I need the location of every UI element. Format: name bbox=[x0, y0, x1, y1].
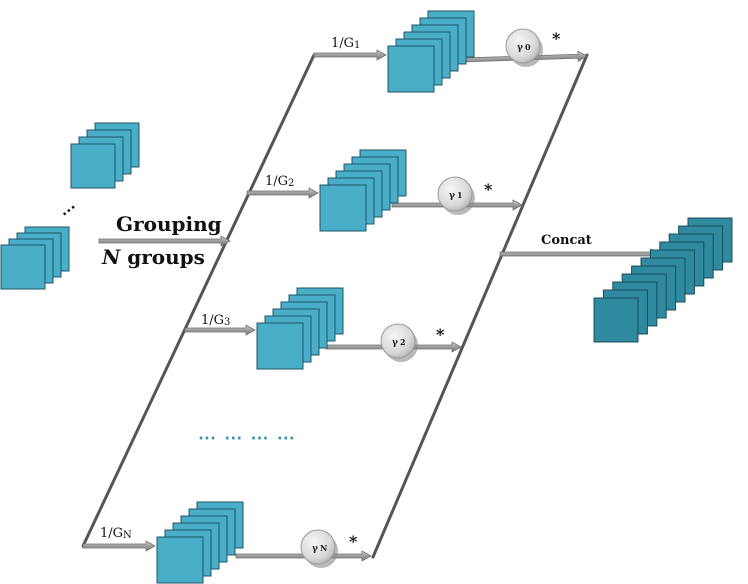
branch-1-ratio-arrow-shape bbox=[313, 49, 387, 61]
concat-arrow bbox=[499, 248, 661, 260]
output-stack-layer-1 bbox=[593, 297, 639, 343]
input-stack-dots: ⋯ bbox=[56, 198, 80, 223]
branch-n-stack bbox=[156, 501, 244, 584]
branch-3-multiply-symbol: * bbox=[436, 325, 445, 344]
feature-map-stacks bbox=[0, 10, 733, 584]
gamma-subscript: 0 bbox=[525, 42, 531, 52]
ratio-subscript: 3 bbox=[224, 317, 230, 328]
branch-1-stack-layer-1 bbox=[387, 45, 435, 93]
grouping-groups-word: groups bbox=[120, 245, 205, 269]
ratio-text: 1/G bbox=[201, 313, 224, 328]
ratio-subscript: 1 bbox=[354, 40, 360, 51]
input-stack-top-layer-1 bbox=[70, 143, 116, 189]
grouping-arrow-shape bbox=[98, 235, 231, 247]
input-stack-top bbox=[70, 122, 140, 189]
branch-n-ratio-arrow bbox=[82, 540, 156, 552]
branch-1-multiply-symbol: * bbox=[552, 29, 561, 48]
branch-2-stack bbox=[319, 149, 407, 232]
ratio-text: 1/G bbox=[331, 36, 354, 51]
gamma-circle bbox=[300, 529, 336, 565]
frame-right-edge bbox=[371, 53, 589, 559]
concat-arrow-shape bbox=[499, 248, 661, 260]
frame-left-edge bbox=[81, 53, 316, 548]
grouping-title: Grouping bbox=[116, 212, 222, 236]
branch-3-stack bbox=[256, 287, 344, 370]
branch-n-multiply-symbol: * bbox=[349, 532, 358, 551]
input-stack-bottom bbox=[0, 226, 70, 290]
gamma-symbol: γ bbox=[392, 338, 398, 348]
output-stack bbox=[593, 217, 733, 343]
ratio-subscript: N bbox=[123, 530, 132, 541]
branch-n-ratio-arrow-shape bbox=[82, 540, 156, 552]
gamma-symbol: γ bbox=[449, 191, 455, 201]
branch-2-ratio-label: 1/G2 bbox=[265, 174, 294, 189]
branch-3-stack-layer-1 bbox=[256, 322, 304, 370]
branch-1-ratio-label: 1/G1 bbox=[331, 36, 360, 51]
gamma-subscript: 1 bbox=[457, 190, 463, 200]
branch-1-stack bbox=[387, 10, 475, 93]
gamma-symbol: γ bbox=[312, 544, 318, 554]
ratio-subscript: 2 bbox=[288, 178, 294, 189]
branch-n-ratio-label: 1/GN bbox=[100, 526, 132, 541]
concat-label: Concat bbox=[541, 233, 592, 248]
branch-2-ratio-arrow bbox=[246, 187, 319, 199]
branch-2-ratio-arrow-shape bbox=[246, 187, 319, 199]
gamma-circle bbox=[437, 176, 473, 212]
gamma-circle bbox=[380, 323, 416, 359]
branch-3-ratio-label: 1/G3 bbox=[201, 313, 230, 328]
gamma-symbol: γ bbox=[517, 43, 523, 53]
gamma-subscript: 2 bbox=[400, 337, 406, 347]
branch-2-multiply-symbol: * bbox=[484, 180, 493, 199]
branch-labels: 1/G1*1/G2*1/G3*1/GN* bbox=[100, 29, 561, 551]
branch-3-ratio-arrow bbox=[184, 324, 256, 336]
grouping-subtitle: N groups bbox=[101, 245, 205, 269]
flow-arrows bbox=[82, 49, 661, 562]
ratio-text: 1/G bbox=[265, 174, 288, 189]
gamma-subscript: N bbox=[320, 543, 327, 553]
grouping-n-symbol: N bbox=[101, 245, 121, 269]
input-stack-bottom-layer-1 bbox=[0, 244, 46, 290]
branch-2-stack-layer-1 bbox=[319, 184, 367, 232]
gamma-circle bbox=[505, 28, 541, 64]
ratio-text: 1/G bbox=[100, 526, 123, 541]
branch-1-ratio-arrow bbox=[313, 49, 387, 61]
grouping-arrow bbox=[98, 235, 231, 247]
branch-3-ratio-arrow-shape bbox=[184, 324, 256, 336]
branch-frame bbox=[81, 53, 589, 559]
branch-ellipsis: ⋯ ⋯ ⋯ ⋯ bbox=[198, 428, 296, 449]
branch-n-stack-layer-1 bbox=[156, 536, 204, 584]
